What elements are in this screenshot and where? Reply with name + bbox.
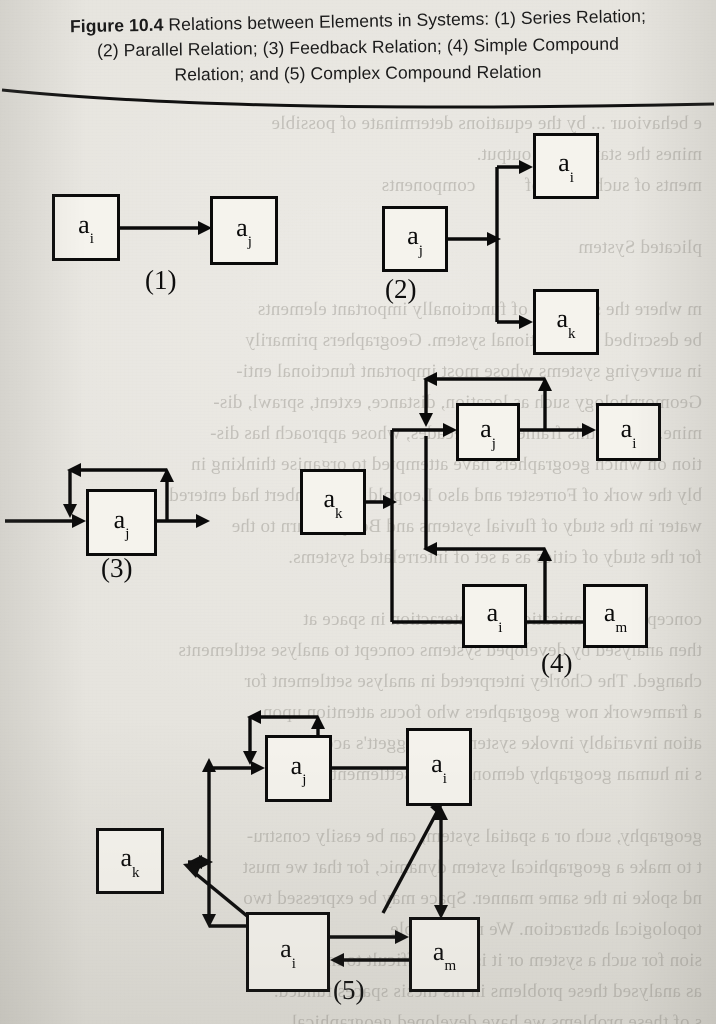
group-label-5: (5) — [333, 975, 365, 1005]
node-d5-ai-bot: ai — [246, 912, 330, 992]
node-d1-aj: aj — [210, 196, 278, 265]
node-label: aj — [480, 414, 496, 452]
node-d4-aj: aj — [456, 403, 520, 461]
node-label: ai — [78, 209, 94, 248]
node-label: ai — [620, 414, 637, 452]
node-label: ak — [556, 304, 576, 342]
group-label-4: (4) — [541, 648, 573, 678]
node-label: ak — [323, 484, 343, 522]
node-label: aj — [290, 750, 307, 789]
node-d1-ai: ai — [52, 194, 120, 261]
node-d2-ak: ak — [533, 289, 599, 355]
node-label: ai — [558, 148, 574, 186]
node-d2-aj: aj — [382, 206, 448, 272]
node-label: aj — [113, 504, 130, 543]
node-label: aj — [236, 212, 252, 251]
node-d4-am: am — [583, 584, 648, 648]
node-d2-ai: ai — [533, 133, 599, 199]
node-d3-aj: aj — [86, 489, 157, 556]
node-label: am — [603, 598, 628, 636]
node-d5-ak: ak — [96, 828, 164, 894]
node-label: ai — [280, 934, 296, 972]
node-d4-ai-bot: ai — [462, 584, 527, 648]
node-label: ak — [120, 843, 140, 881]
node-label: am — [432, 936, 457, 975]
node-d5-am: am — [409, 917, 480, 992]
node-label: aj — [407, 221, 423, 259]
node-label: ai — [486, 598, 503, 636]
node-d5-ai-top: ai — [406, 728, 472, 806]
node-d4-ak: ak — [300, 469, 366, 535]
group-label-3: (3) — [101, 553, 133, 583]
node-d4-ai-top: ai — [596, 403, 661, 461]
caption-divider-rule — [1, 88, 715, 109]
group-label-1: (1) — [145, 265, 177, 295]
node-label: ai — [431, 749, 447, 787]
group-label-2: (2) — [385, 274, 417, 304]
node-d5-aj: aj — [265, 735, 332, 802]
